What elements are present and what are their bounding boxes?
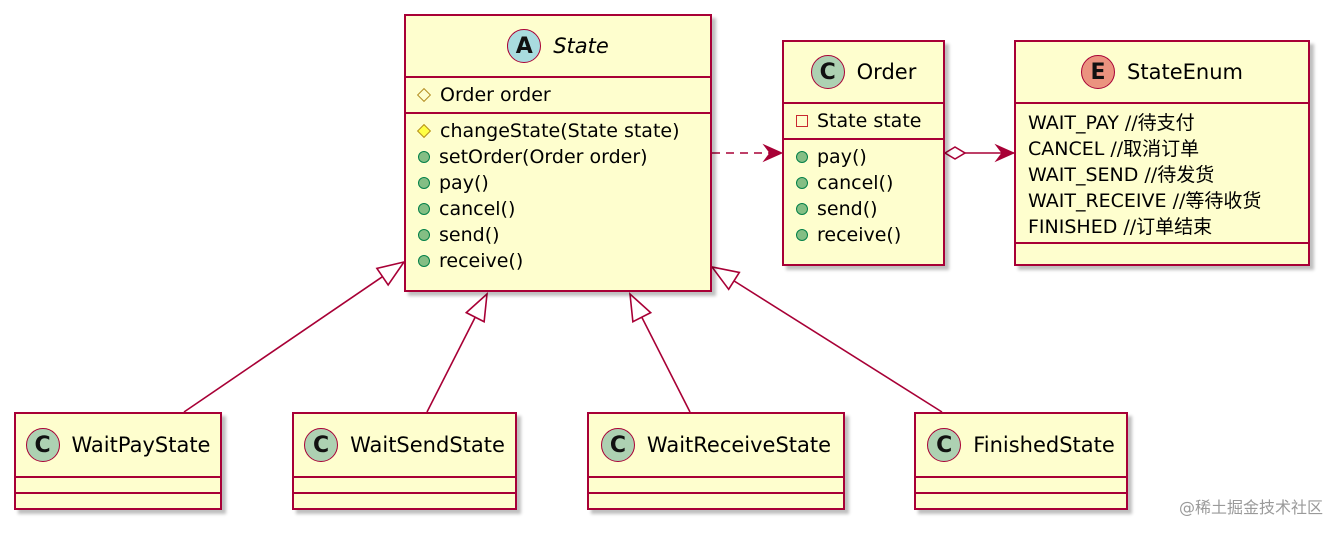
protected-method-icon (416, 123, 432, 139)
enum-constant: WAIT_SEND //待发货 (1028, 163, 1215, 186)
class-badge-icon: C (304, 428, 339, 462)
method-text: send() (439, 224, 500, 246)
enum-badge-icon: E (1081, 55, 1116, 89)
class-stateenum[interactable]: E StateEnum WAIT_PAY //待支付 CANCEL //取消订单… (1014, 40, 1310, 266)
abstract-badge-icon: A (507, 29, 542, 63)
class-waitsendstate[interactable]: C WaitSendState (292, 412, 517, 510)
field-row: Order order (416, 82, 710, 108)
protected-field-icon (416, 87, 432, 103)
method-row: changeState(State state) (416, 118, 710, 144)
class-waitsendstate-header: C WaitSendState (294, 414, 515, 478)
empty-fields (589, 478, 843, 494)
method-text: receive() (439, 250, 524, 272)
public-method-icon (796, 177, 808, 189)
class-stateenum-header: E StateEnum (1016, 42, 1308, 104)
class-badge-icon: C (25, 428, 60, 462)
public-method-icon (796, 203, 808, 215)
method-row: pay() (796, 144, 943, 170)
class-state[interactable]: A State Order order changeState(State st… (404, 14, 712, 292)
class-finishedstate-header: C FinishedState (916, 414, 1126, 478)
class-finishedstate[interactable]: C FinishedState (914, 412, 1128, 510)
field-text: Order order (440, 84, 551, 106)
private-field-icon (796, 115, 808, 127)
public-method-icon (418, 177, 430, 189)
method-text: pay() (439, 172, 489, 194)
class-state-methods: changeState(State state) setOrder(Order … (406, 114, 710, 278)
class-order[interactable]: C Order State state pay() cancel() send(… (782, 40, 945, 266)
method-row: receive() (418, 248, 710, 274)
method-row: setOrder(Order order) (418, 144, 710, 170)
enum-constant: CANCEL //取消订单 (1028, 137, 1200, 160)
method-row: receive() (796, 222, 943, 248)
class-badge-icon: C (600, 428, 635, 462)
class-state-fields: Order order (406, 78, 710, 114)
class-badge-icon: C (810, 55, 845, 89)
public-method-icon (418, 229, 430, 241)
class-state-header: A State (406, 16, 710, 78)
class-waitreceivestate-name: WaitReceiveState (646, 433, 832, 457)
public-method-icon (796, 151, 808, 163)
class-order-methods: pay() cancel() send() receive() (784, 140, 943, 252)
field-text: State state (817, 110, 922, 132)
method-row: cancel() (418, 196, 710, 222)
class-waitpaystate[interactable]: C WaitPayState (14, 412, 222, 510)
inheritance-waitreceive-to-state (630, 294, 691, 413)
class-waitreceivestate-header: C WaitReceiveState (589, 414, 843, 478)
class-waitpaystate-name: WaitPayState (71, 433, 211, 457)
method-text: changeState(State state) (440, 120, 680, 142)
class-order-name: Order (856, 60, 917, 84)
field-row: State state (796, 108, 943, 134)
method-row: pay() (418, 170, 710, 196)
enum-constant: FINISHED //订单结束 (1028, 215, 1213, 238)
class-waitpaystate-header: C WaitPayState (16, 414, 220, 478)
class-order-header: C Order (784, 42, 943, 104)
empty-fields (294, 478, 515, 494)
public-method-icon (418, 203, 430, 215)
class-finishedstate-name: FinishedState (973, 433, 1115, 457)
class-state-name: State (553, 34, 609, 58)
public-method-icon (418, 151, 430, 163)
empty-fields (16, 478, 220, 494)
class-waitreceivestate[interactable]: C WaitReceiveState (587, 412, 845, 510)
class-badge-icon: C (927, 428, 962, 462)
method-text: pay() (817, 146, 867, 168)
inheritance-waitsend-to-state (426, 294, 487, 413)
inheritance-finished-to-state (712, 267, 943, 413)
public-method-icon (796, 229, 808, 241)
enum-constant: WAIT_RECEIVE //等待收货 (1028, 189, 1262, 212)
method-row: send() (796, 196, 943, 222)
method-row: cancel() (796, 170, 943, 196)
public-method-icon (418, 255, 430, 267)
enum-constant: WAIT_PAY //待支付 (1028, 111, 1195, 134)
class-stateenum-name: StateEnum (1127, 60, 1243, 84)
class-order-fields: State state (784, 104, 943, 140)
watermark: @稀土掘金技术社区 (1178, 498, 1323, 517)
inheritance-waitpay-to-state (183, 262, 404, 413)
method-text: cancel() (817, 172, 894, 194)
method-row: send() (418, 222, 710, 248)
method-text: receive() (817, 224, 902, 246)
class-waitsendstate-name: WaitSendState (350, 433, 505, 457)
method-text: send() (817, 198, 878, 220)
empty-fields (916, 478, 1126, 494)
class-stateenum-constants: WAIT_PAY //待支付 CANCEL //取消订单 WAIT_SEND /… (1016, 104, 1308, 244)
method-text: cancel() (439, 198, 516, 220)
method-text: setOrder(Order order) (439, 146, 648, 168)
